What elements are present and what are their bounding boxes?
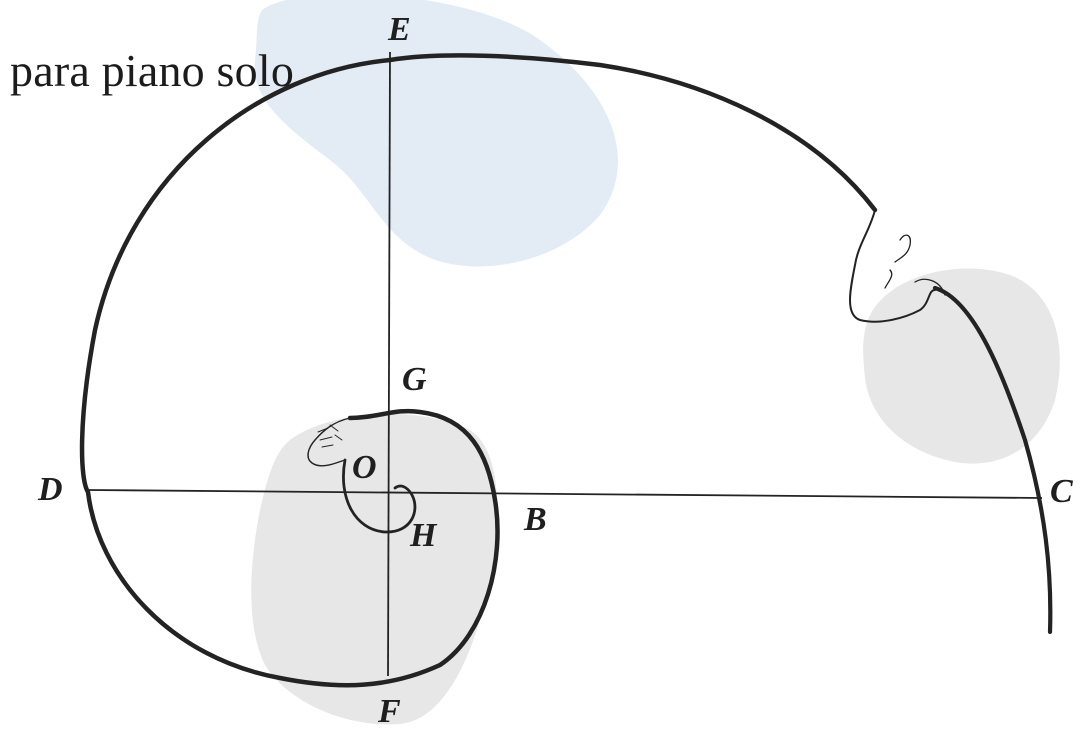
label-C: C xyxy=(1050,473,1073,510)
inner-sketch-hatch xyxy=(317,424,343,448)
label-F: F xyxy=(377,693,401,729)
label-O: O xyxy=(352,449,377,486)
label-H: H xyxy=(409,517,438,554)
spiral-curve xyxy=(79,53,878,688)
label-B: B xyxy=(523,501,547,538)
horizontal-axis-DC xyxy=(87,489,1043,499)
inner-sketch xyxy=(307,417,351,467)
notch-sketch xyxy=(849,209,936,323)
vertical-axis-EF xyxy=(387,51,391,677)
inner-curl xyxy=(342,458,417,534)
label-E: E xyxy=(387,11,411,48)
grey-blob-right xyxy=(863,268,1060,464)
label-G: G xyxy=(402,361,427,398)
spiral-tail xyxy=(932,285,1053,635)
blue-blob xyxy=(254,0,618,267)
page-title: para piano solo xyxy=(10,45,295,96)
label-D: D xyxy=(37,471,63,508)
